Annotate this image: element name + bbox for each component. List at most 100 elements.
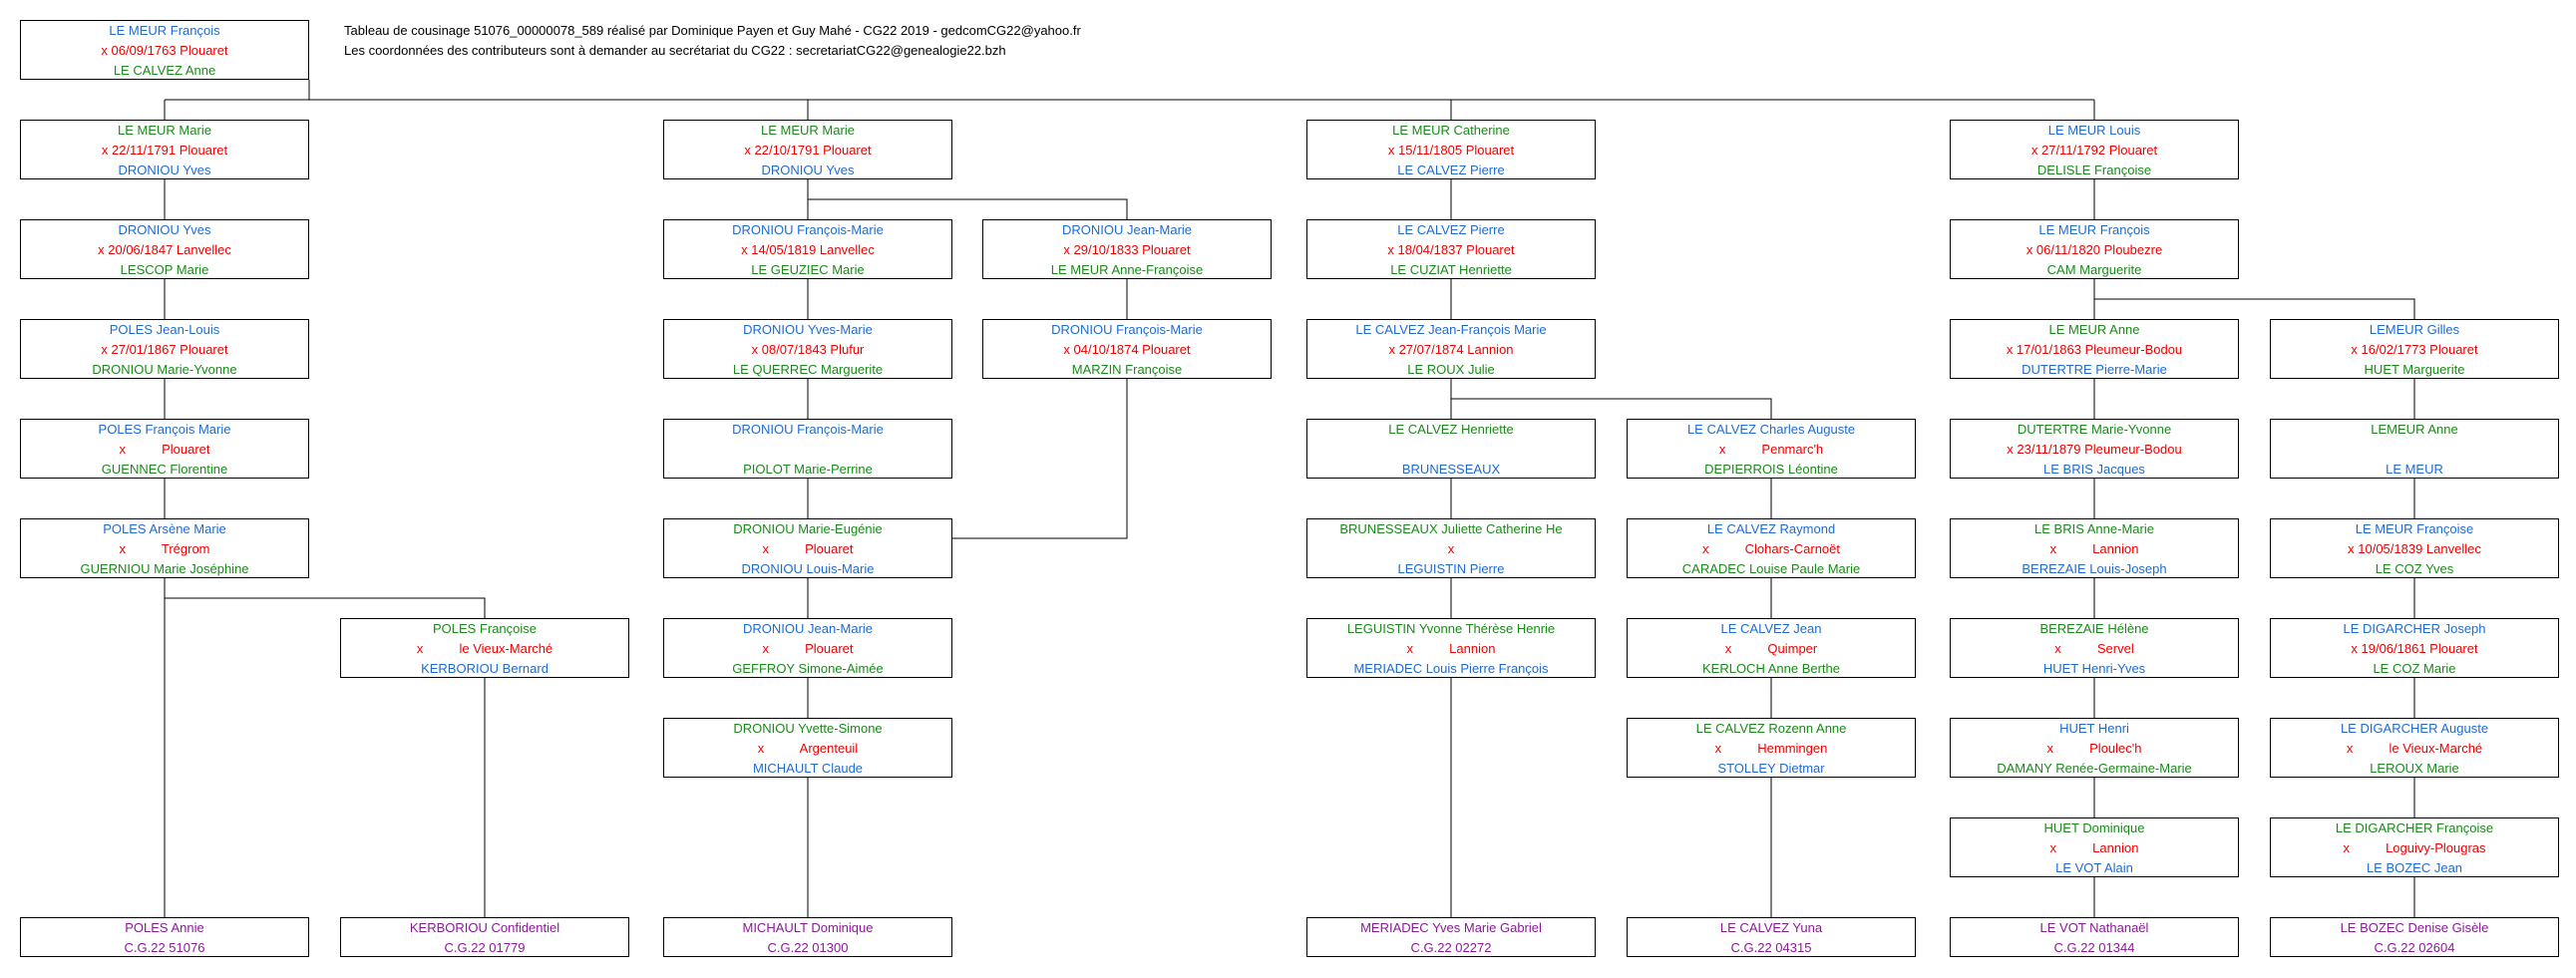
person-name: LE DIGARCHER Auguste <box>2340 721 2489 736</box>
marriage-info: x 23/11/1879 Pleumeur-Bodou <box>2007 442 2182 457</box>
marriage-info: x Lannion <box>2049 840 2139 855</box>
spouse-name: LEGUISTIN Pierre <box>1397 561 1505 576</box>
marriage-info: x Ploulec'h <box>2046 741 2142 756</box>
marriage-info: x 06/11/1820 Ploubezre <box>2025 242 2163 257</box>
person-name: LE DIGARCHER Joseph <box>2343 621 2486 636</box>
member-number: C.G.22 02272 <box>1410 940 1492 955</box>
spouse-name: DRONIOU Yves <box>118 163 211 177</box>
marriage-info: x Hemmingen <box>1714 741 1828 756</box>
marriage-info: x Argenteuil <box>757 741 859 756</box>
member-number: C.G.22 01779 <box>444 940 526 955</box>
header-title: Tableau de cousinage 51076_00000078_589 … <box>344 23 1081 38</box>
spouse-name: PIOLOT Marie-Perrine <box>743 462 873 477</box>
spouse-name: BRUNESSEAUX <box>1401 462 1501 477</box>
spouse-name: MARZIN Françoise <box>1071 362 1183 377</box>
spouse-name: CAM Marguerite <box>2046 262 2142 277</box>
spouse-name: DRONIOU Louis-Marie <box>741 561 875 576</box>
person-name: LE CALVEZ Henriette <box>1388 422 1514 437</box>
person-name: LE CALVEZ Rozenn Anne <box>1695 721 1847 736</box>
spouse-name: GUERNIOU Marie Joséphine <box>80 561 249 576</box>
marriage-info: x <box>1447 541 1455 556</box>
person-name: LE BRIS Anne-Marie <box>2034 521 2154 536</box>
person-name: DRONIOU François-Marie <box>732 222 884 237</box>
descendant-name: MICHAULT Dominique <box>742 920 874 935</box>
couple-box: LE MEUR François x 06/09/1763 Plouaret LE … <box>20 20 309 80</box>
header-contact: Les coordonnées des contributeurs sont à… <box>344 43 1006 58</box>
spouse-name: LE MEUR Anne-Françoise <box>1050 262 1204 277</box>
marriage-info: x Quimper <box>1724 641 1818 656</box>
spouse-name: CARADEC Louise Paule Marie <box>1681 561 1861 576</box>
couple-box: LE DIGARCHER Françoise x Loguivy-Plougras… <box>2270 817 2559 877</box>
marriage-info: x 29/10/1833 Plouaret <box>1063 242 1191 257</box>
spouse-name: DRONIOU Yves <box>761 163 855 177</box>
person-name: POLES François Marie <box>98 422 231 437</box>
spouse-name: LE GEUZIEC Marie <box>751 262 865 277</box>
person-name: LE MEUR Marie <box>118 123 211 138</box>
marriage-info <box>664 440 951 460</box>
person-name: LE DIGARCHER Françoise <box>2335 820 2494 835</box>
marriage-info: x 06/09/1763 Plouaret <box>101 43 228 58</box>
marriage-info: x 04/10/1874 Plouaret <box>1063 342 1191 357</box>
spouse-name: LE CALVEZ Anne <box>113 63 216 78</box>
spouse-name: MICHAULT Claude <box>752 761 864 776</box>
marriage-info: x Plouaret <box>119 442 210 457</box>
spouse-name: HUET Henri-Yves <box>2042 661 2146 676</box>
person-name: LE CALVEZ Pierre <box>1397 222 1505 237</box>
member-number: C.G.22 02604 <box>2374 940 2455 955</box>
person-name: LE MEUR François <box>109 23 220 38</box>
marriage-info: x 22/11/1791 Plouaret <box>101 143 228 158</box>
person-name: LE MEUR Marie <box>761 123 855 138</box>
person-name: BEREZAIE Hélène <box>2039 621 2149 636</box>
spouse-name: LE COZ Yves <box>2375 561 2454 576</box>
couple-box: DUTERTRE Marie-Yvonne x 23/11/1879 Pleume… <box>1950 419 2239 479</box>
spouse-name: LE BOZEC Jean <box>2366 860 2463 875</box>
spouse-name: LE ROUX Julie <box>1407 362 1495 377</box>
spouse-name: LE QUERREC Marguerite <box>732 362 884 377</box>
marriage-info: x 19/06/1861 Plouaret <box>2351 641 2478 656</box>
marriage-info: x Loguivy-Plougras <box>2343 840 2486 855</box>
descendant-name: LE CALVEZ Yuna <box>1719 920 1823 935</box>
person-name: DRONIOU François-Marie <box>732 422 884 437</box>
marriage-info: x 22/10/1791 Plouaret <box>744 143 872 158</box>
spouse-name: HUET Marguerite <box>2364 362 2465 377</box>
person-name: DRONIOU Yves <box>118 222 211 237</box>
marriage-info: x Trégrom <box>119 541 210 556</box>
spouse-name: BEREZAIE Louis-Joseph <box>2022 561 2167 576</box>
spouse-name: DELISLE Françoise <box>2036 163 2152 177</box>
spouse-name: LE MEUR <box>2386 462 2443 477</box>
person-name: LE MEUR Catherine <box>1392 123 1510 138</box>
person-name: LE MEUR Françoise <box>2355 521 2474 536</box>
spouse-name: DEPIERROIS Léontine <box>1704 462 1838 477</box>
person-name: DRONIOU Marie-Eugénie <box>733 521 883 536</box>
spouse-name: LE CUZIAT Henriette <box>1390 262 1512 277</box>
person-name: DUTERTRE Marie-Yvonne <box>2017 422 2172 437</box>
descendant-name: MERIADEC Yves Marie Gabriel <box>1360 920 1542 935</box>
spouse-name: LE BRIS Jacques <box>2043 462 2145 477</box>
marriage-info: x 10/05/1839 Lanvellec <box>2348 541 2481 556</box>
marriage-info <box>1307 440 1595 460</box>
